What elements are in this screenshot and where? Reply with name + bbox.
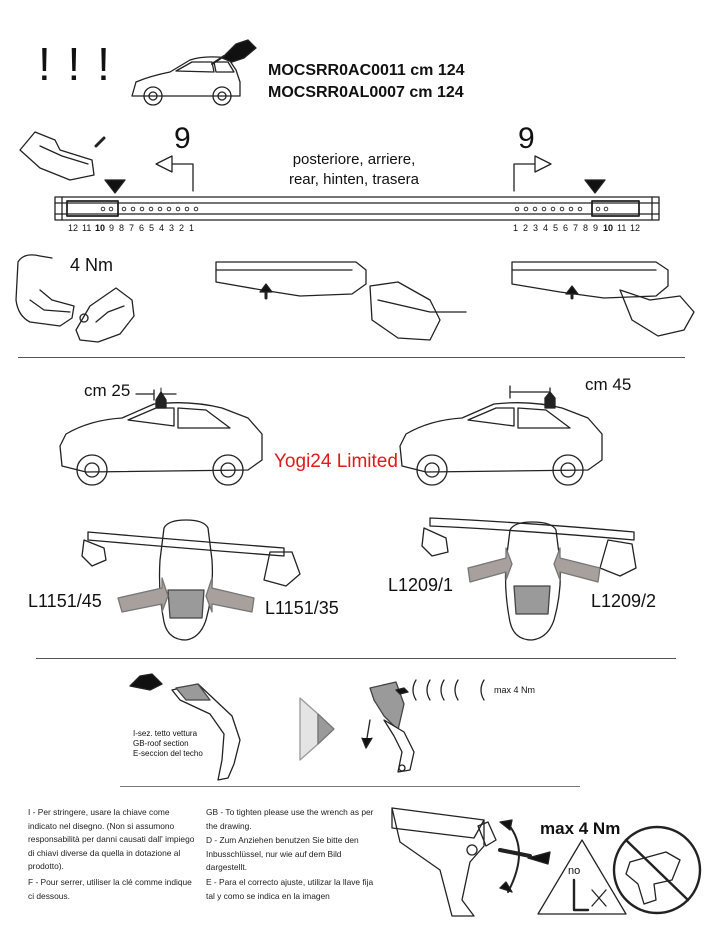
kit-label-left-a: L1151/45 bbox=[28, 591, 102, 611]
torque-label-top: 4 Nm bbox=[70, 255, 114, 275]
no-label: no bbox=[568, 865, 581, 877]
kit-label-left-b: L1151/35 bbox=[265, 598, 339, 618]
rail-detail-illustration-2 bbox=[511, 261, 695, 337]
kit-label-right-a: L1209/1 bbox=[388, 575, 454, 595]
scale-number: 7 bbox=[573, 223, 579, 233]
scale-number: 7 bbox=[129, 223, 135, 233]
left-arrow-icon bbox=[155, 155, 173, 173]
scale-number: 9 bbox=[109, 223, 115, 233]
right-hole-scale: 1 2 3 4 5 6 7 8 9 10 11 12 bbox=[513, 223, 643, 234]
roof-section-label-it: I-sez. tetto vettura bbox=[133, 729, 198, 738]
scale-number-highlight: 10 bbox=[603, 223, 614, 233]
scale-number: 3 bbox=[533, 223, 539, 233]
scale-number: 3 bbox=[169, 223, 175, 233]
left-bar-assembly-illustration bbox=[81, 519, 301, 641]
scale-number: 9 bbox=[593, 223, 599, 233]
scale-number: 6 bbox=[563, 223, 569, 233]
scale-number: 1 bbox=[513, 223, 519, 233]
scale-number: 6 bbox=[139, 223, 145, 233]
direction-label-2: rear, hinten, trasera bbox=[288, 171, 420, 188]
kit-label-right-b: L1209/2 bbox=[591, 591, 657, 611]
left-distance-label: cm 25 bbox=[84, 381, 131, 400]
left-position-marker bbox=[104, 179, 126, 194]
scale-number: 5 bbox=[149, 223, 155, 233]
right-arrow-icon bbox=[534, 155, 552, 173]
hand-wrench-illustration bbox=[15, 254, 135, 343]
right-distance-label: cm 45 bbox=[585, 375, 632, 394]
scale-number: 8 bbox=[583, 223, 589, 233]
right-direction-line bbox=[513, 163, 536, 192]
section-divider bbox=[18, 357, 685, 358]
right-step-number: 9 bbox=[518, 122, 535, 155]
note-german: D - Zum Anziehen benutzen Sie bitte den … bbox=[206, 835, 359, 872]
roof-section-label-es: E-seccion del techo bbox=[133, 749, 203, 758]
roof-section-torque: max 4 Nm bbox=[494, 685, 536, 695]
bracket-sketch bbox=[19, 131, 106, 181]
watermark-text: Yogi24 Limited bbox=[274, 451, 398, 472]
scale-number: 2 bbox=[179, 223, 185, 233]
left-direction-line bbox=[171, 163, 194, 192]
right-position-marker bbox=[584, 179, 606, 194]
scale-number: 2 bbox=[523, 223, 529, 233]
left-hole-scale: 12 11 10 9 8 7 6 5 4 3 2 1 bbox=[68, 223, 199, 234]
rail-detail-illustration bbox=[215, 261, 467, 341]
note-spanish: E - Para el correcto ajuste, utilizar la… bbox=[206, 877, 374, 901]
right-bar-assembly-illustration bbox=[421, 517, 637, 641]
product-code-1: MOCSRR0AC0011 cm 124 bbox=[268, 62, 465, 79]
section-divider bbox=[36, 658, 676, 659]
warning-marks: ! ! ! bbox=[38, 38, 112, 90]
right-car-position-illustration bbox=[399, 385, 603, 486]
rail-holes bbox=[100, 206, 609, 212]
scale-number: 5 bbox=[553, 223, 559, 233]
note-italian: I - Per stringere, usare la chiave come … bbox=[28, 807, 195, 871]
left-step-number: 9 bbox=[174, 122, 191, 155]
product-code-2: MOCSRR0AL0007 cm 124 bbox=[268, 84, 464, 101]
left-car-position-illustration bbox=[59, 387, 263, 486]
section-divider bbox=[120, 786, 580, 787]
header-car-illustration bbox=[131, 56, 241, 106]
roof-rail bbox=[54, 196, 660, 221]
scale-number: 12 bbox=[68, 223, 79, 233]
hand-pointer-icon bbox=[211, 39, 257, 65]
scale-number: 11 bbox=[617, 223, 627, 233]
note-french: F - Pour serrer, utiliser la clé comme i… bbox=[28, 877, 192, 901]
scale-number: 1 bbox=[189, 223, 195, 233]
bottom-torque-label: max 4 Nm bbox=[540, 819, 621, 838]
scale-number-highlight: 10 bbox=[95, 223, 106, 233]
direction-label-1: posteriore, arriere, bbox=[292, 151, 416, 168]
scale-number: 4 bbox=[159, 223, 165, 233]
scale-number: 4 bbox=[543, 223, 549, 233]
note-english: GB - To tighten please use the wrench as… bbox=[206, 807, 374, 831]
roof-section-label-gb: GB-roof section bbox=[133, 739, 189, 748]
scale-number: 8 bbox=[119, 223, 125, 233]
scale-number: 12 bbox=[630, 223, 641, 233]
foot-torque-illustration bbox=[391, 807, 702, 917]
roof-section-illustration bbox=[129, 673, 485, 781]
scale-number: 11 bbox=[82, 223, 92, 233]
